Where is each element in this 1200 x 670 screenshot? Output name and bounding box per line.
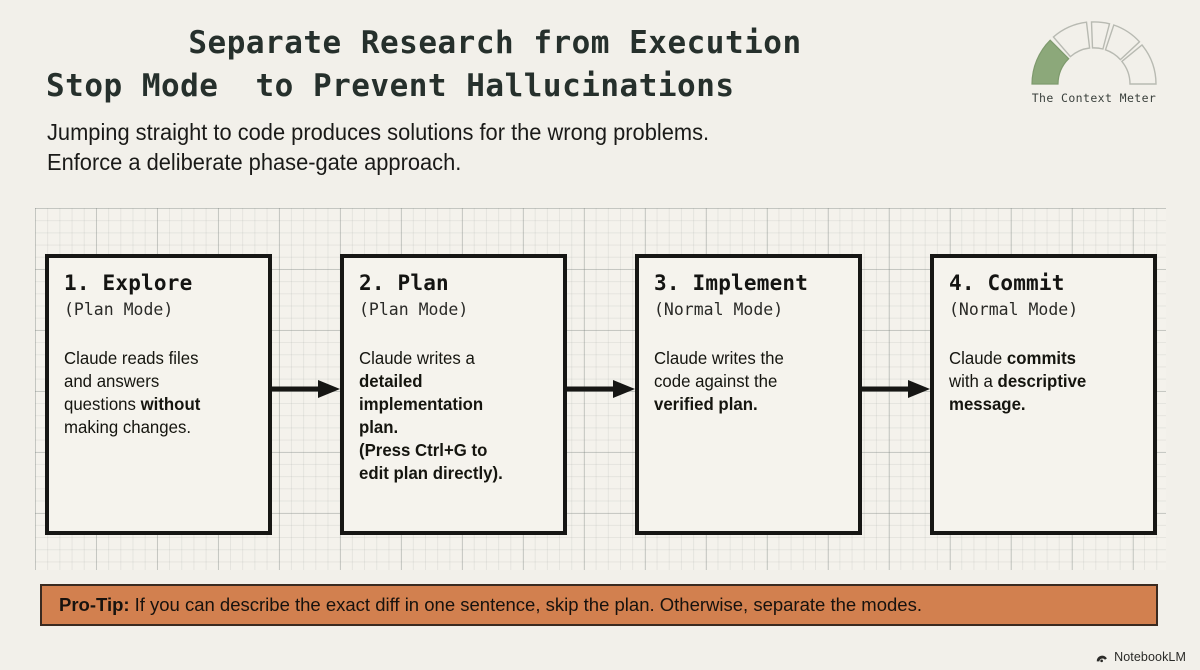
card-body-line: code against the (654, 371, 778, 391)
card-body-line: and answers (64, 371, 160, 391)
card-body-line: Claude commits (949, 348, 1077, 368)
card-body-line: with a descriptive (949, 371, 1087, 391)
gauge-segment-4 (1104, 24, 1141, 61)
flow-card-implement[interactable]: 3. Implement (Normal Mode) Claude writes… (635, 254, 862, 535)
gauge-icon (1031, 21, 1157, 85)
card-title: 4. Commit (949, 271, 1065, 295)
flow-card-plan[interactable]: 2. Plan (Plan Mode) Claude writes a detai… (340, 254, 567, 535)
notebooklm-icon (1096, 655, 1108, 663)
footer-brand-label: NotebookLM (1114, 650, 1186, 664)
page-title-line-1: Separate Research from Execution (188, 25, 802, 61)
card-title: 1. Explore (64, 271, 193, 295)
flow-card-commit[interactable]: 4. Commit (Normal Mode) Claude commits wi… (930, 254, 1157, 535)
context-meter: The Context Meter (1008, 16, 1180, 105)
arrow-right-icon-3 (862, 380, 930, 398)
card-body-line: message. (949, 394, 1026, 414)
flow-card-explore[interactable]: 1. Explore (Plan Mode) Claude reads file… (45, 254, 272, 535)
card-body-line: plan. (359, 417, 399, 437)
card-mode: (Normal Mode) (949, 300, 1079, 319)
card-body-line: Claude writes the (654, 348, 784, 368)
card-mode: (Plan Mode) (64, 300, 174, 319)
page-title: Separate Research from Execution to Prev… (0, 22, 990, 108)
gauge-segment-1-filled (1031, 39, 1070, 85)
context-meter-label: The Context Meter (1031, 91, 1157, 105)
gauge-segment-3 (1090, 21, 1111, 50)
card-body: Claude commits with a descriptive message. (949, 347, 1132, 416)
card-body-line: detailed (359, 371, 423, 391)
subtitle-line-2: Enforce a deliberate phase-gate approach… (47, 148, 462, 175)
card-mode: (Plan Mode) (359, 300, 469, 319)
pro-tip-label: Pro-Tip: (59, 594, 130, 615)
card-title: 2. Plan (359, 271, 449, 295)
pro-tip-banner: Pro-Tip: If you can describe the exact d… (40, 584, 1158, 626)
card-mode: (Normal Mode) (654, 300, 784, 319)
card-body-line: implementation (359, 394, 484, 414)
gauge-segment-5 (1120, 44, 1157, 85)
card-body-line: making changes. (64, 417, 192, 437)
subtitle-line-1: Jumping straight to code produces soluti… (47, 119, 710, 145)
arrow-right-icon-2 (567, 380, 635, 398)
gauge-segment-2 (1052, 21, 1091, 58)
card-body-line: Claude reads files (64, 348, 199, 368)
arrow-right-icon-1 (272, 380, 340, 398)
card-body-line: verified plan. (654, 394, 758, 414)
eyebrow-label: Stop Mode (46, 68, 219, 104)
card-body: Claude writes the code against the verifie… (654, 347, 837, 416)
card-body: Claude reads files and answers questions w… (64, 347, 247, 439)
card-body-line: (Press Ctrl+G to (359, 440, 488, 460)
card-title: 3. Implement (654, 271, 809, 295)
header: Separate Research from Execution to Prev… (0, 0, 1200, 196)
card-body-line: questions without (64, 394, 201, 414)
pro-tip-text: If you can describe the exact diff in on… (134, 594, 922, 615)
flow-canvas: 1. Explore (Plan Mode) Claude reads file… (35, 208, 1166, 570)
gauge-hub (1060, 50, 1128, 84)
subtitle: Jumping straight to code produces soluti… (47, 118, 709, 177)
footer-brand: NotebookLM (1095, 650, 1186, 664)
card-body-line: Claude writes a (359, 348, 475, 368)
card-body-line: edit plan directly). (359, 463, 503, 483)
card-body: Claude writes a detailed implementation pla… (359, 347, 542, 485)
page-title-line-2: to Prevent Hallucinations (255, 68, 735, 104)
